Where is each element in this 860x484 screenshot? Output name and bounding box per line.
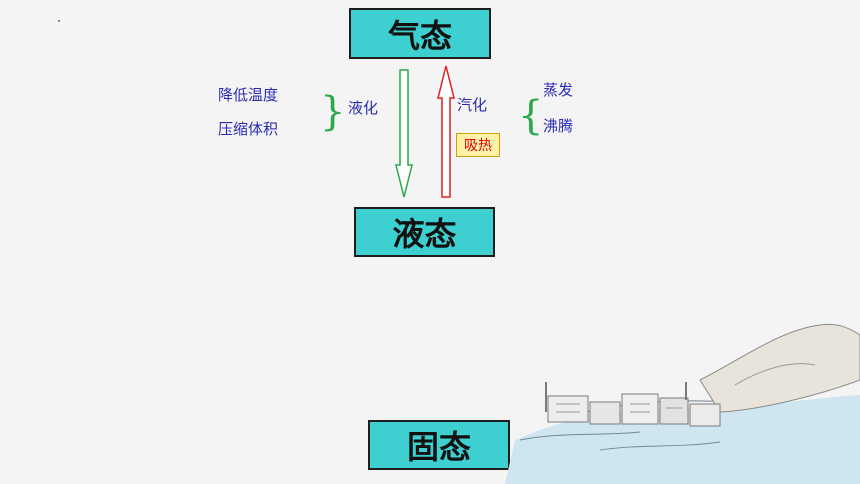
- liquefaction-label: 液化: [348, 99, 379, 117]
- gas-state-label: 气态: [387, 16, 452, 55]
- method-boiling: 沸腾: [543, 117, 574, 135]
- absorb-heat-badge: 吸热: [456, 133, 500, 157]
- decor-dot: [58, 20, 60, 22]
- solid-state-box: 固态: [368, 420, 510, 470]
- method-lower-temperature: 降低温度: [218, 86, 279, 104]
- liquid-state-label: 液态: [392, 215, 457, 253]
- right-brace-icon: {: [518, 93, 544, 139]
- left-brace-icon: }: [320, 89, 346, 135]
- liquefaction-arrow: [395, 69, 413, 198]
- vaporization-label: 汽化: [457, 96, 488, 114]
- method-evaporation: 蒸发: [543, 81, 574, 99]
- liquid-state-box: 液态: [354, 207, 495, 257]
- gas-state-box: 气态: [349, 8, 491, 59]
- solid-state-label: 固态: [406, 428, 471, 466]
- vaporization-arrow: [437, 65, 455, 198]
- absorb-heat-label: 吸热: [464, 138, 492, 154]
- method-compress-volume: 压缩体积: [218, 120, 279, 138]
- landscape-illustration: [505, 323, 860, 484]
